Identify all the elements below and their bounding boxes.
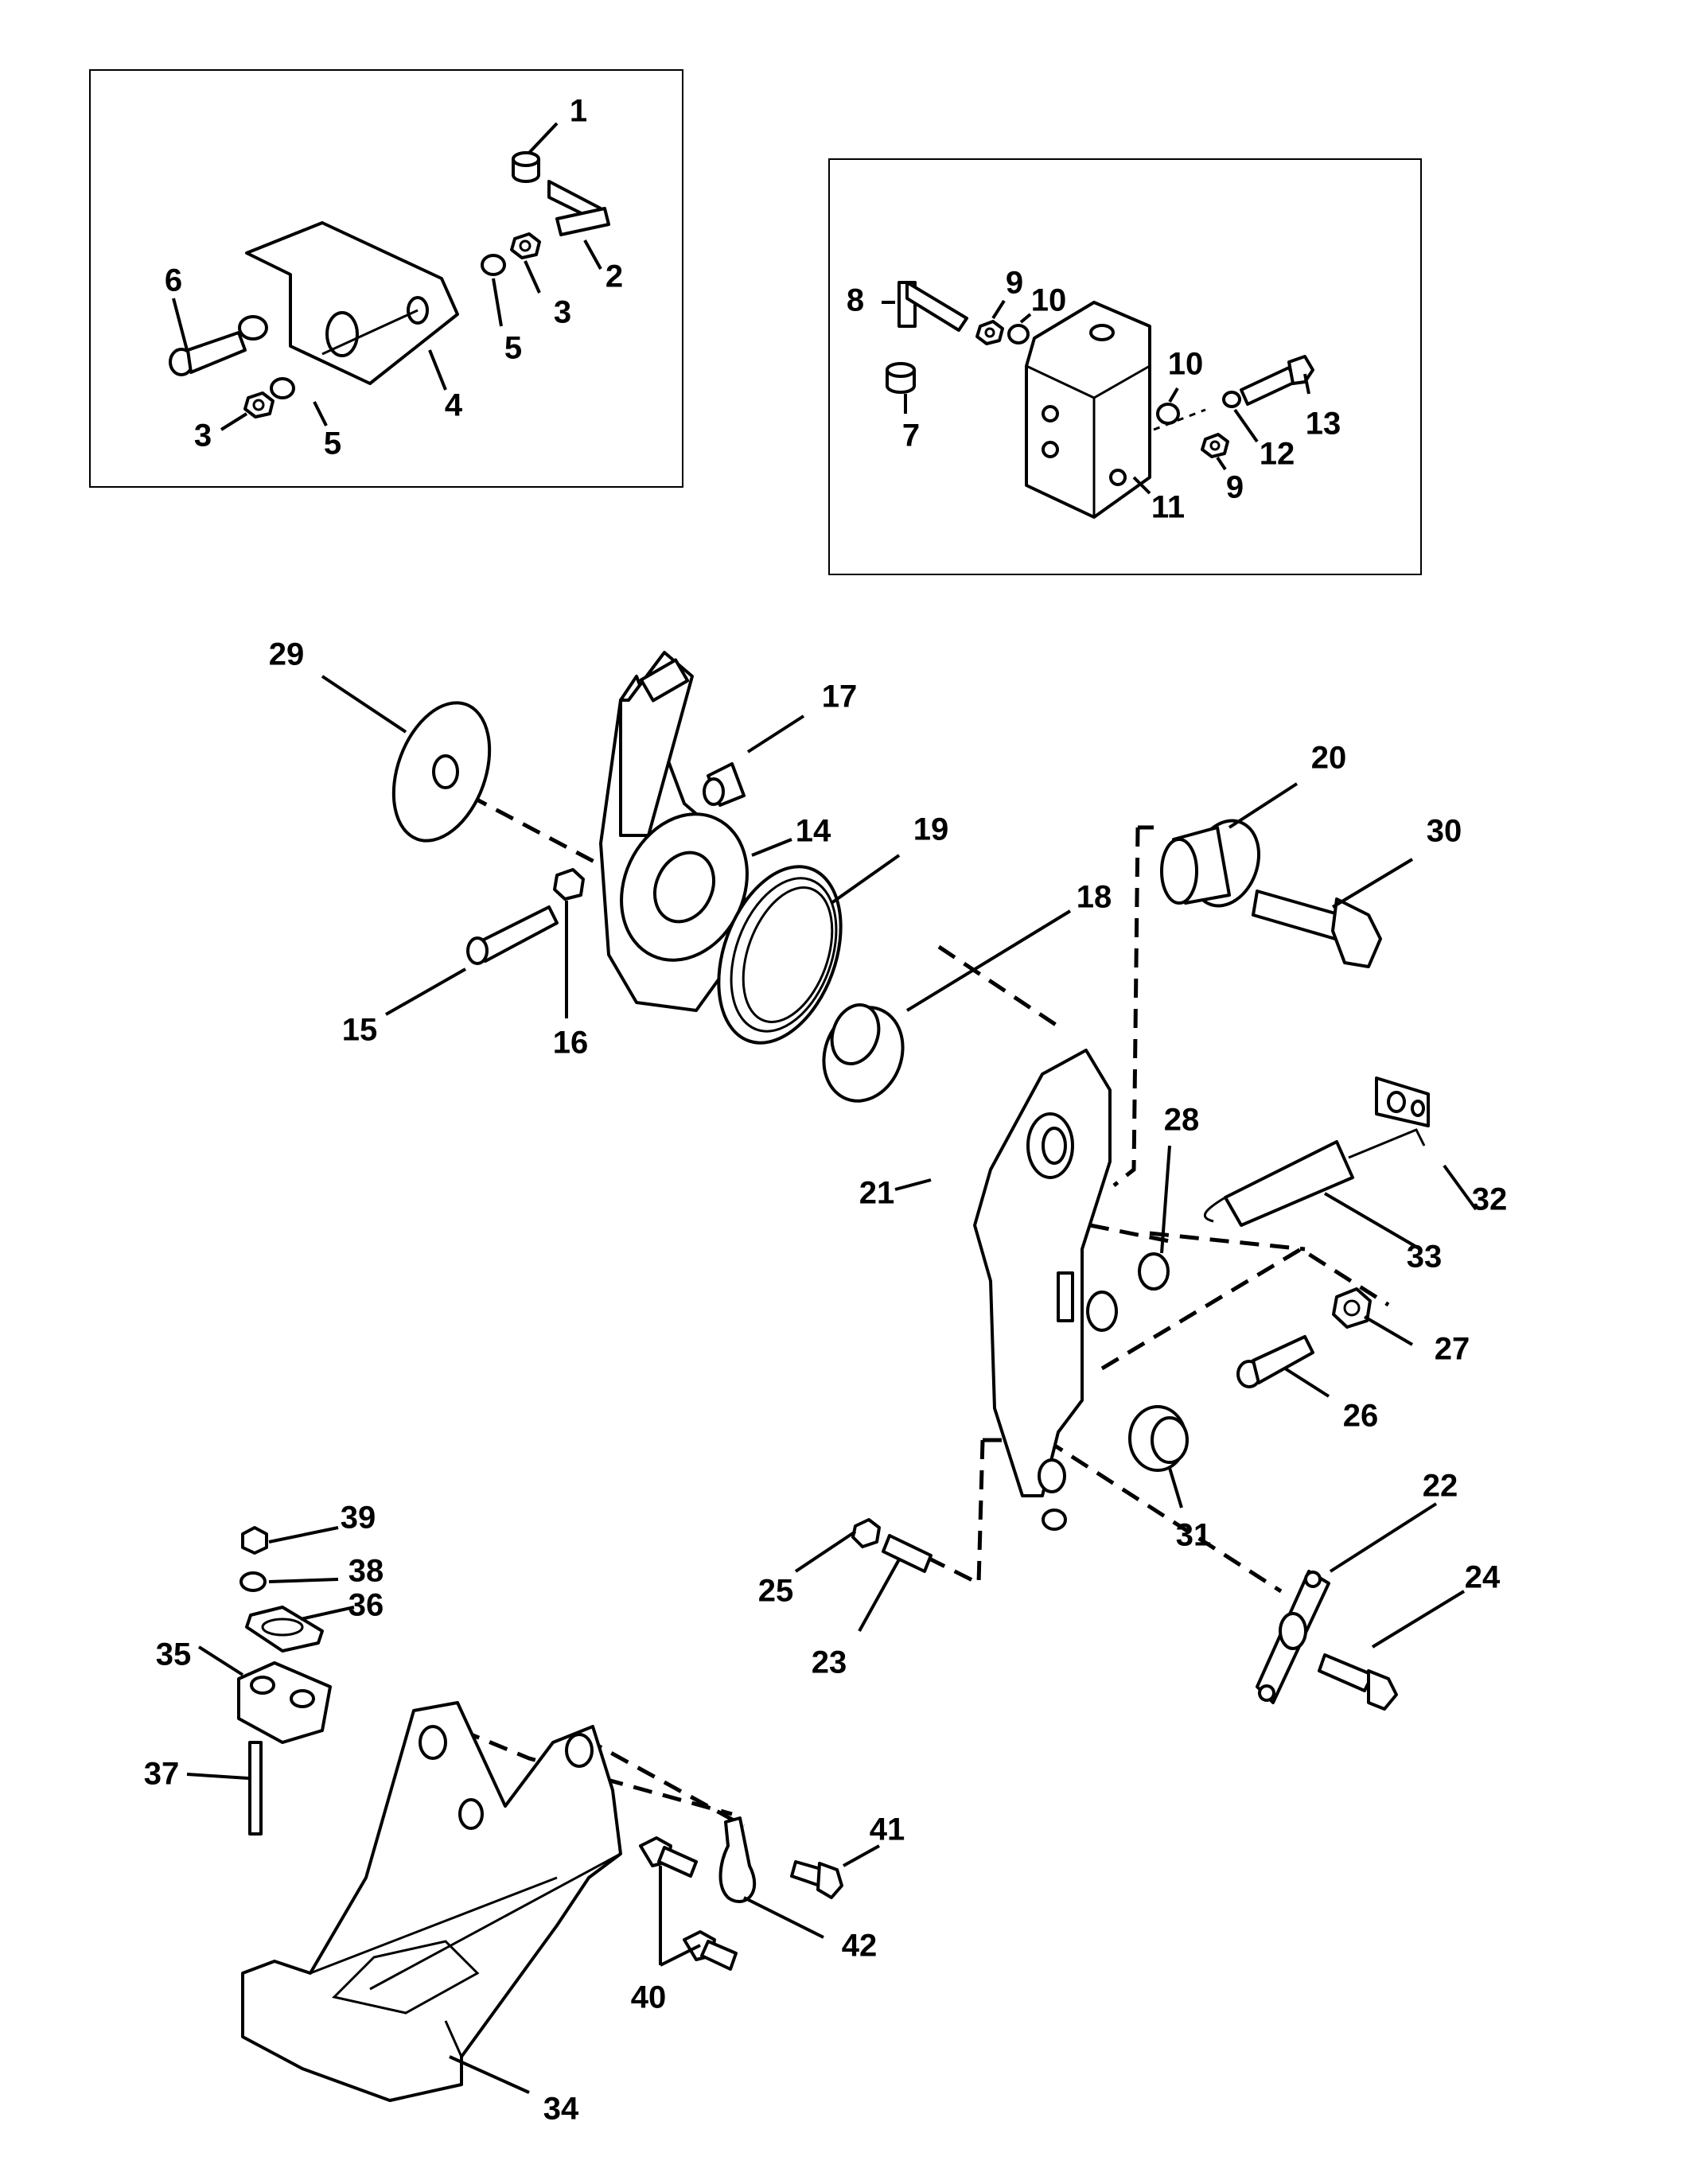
part-8-pin [898, 281, 968, 332]
callout-5-bottom: 5 [324, 426, 341, 461]
part-38-lockwasher [239, 1571, 267, 1592]
part-15-screw [466, 905, 559, 965]
callout-9-top: 9 [1006, 266, 1023, 301]
callout-38: 38 [348, 1554, 384, 1589]
part-10-washer-right [1156, 403, 1180, 425]
part-27-nut [1332, 1287, 1372, 1329]
part-36-shim [245, 1606, 324, 1653]
part-10-washer-top [1007, 324, 1030, 345]
callout-27: 27 [1435, 1332, 1470, 1367]
part-26-screw [1236, 1335, 1314, 1388]
part-29-washer [391, 701, 492, 843]
callout-32: 32 [1472, 1182, 1508, 1217]
part-13-screw [1240, 355, 1314, 406]
callout-3-top: 3 [554, 295, 571, 330]
part-12-washer [1222, 391, 1241, 408]
part-4-bracket [245, 221, 459, 385]
inset-box-left: 1 2 3 5 4 6 3 5 [89, 69, 683, 488]
part-23-spring [882, 1534, 933, 1573]
part-42-clip [718, 1816, 757, 1903]
callout-29: 29 [269, 637, 305, 672]
callout-1: 1 [570, 94, 587, 129]
part-41-screw [790, 1860, 843, 1899]
callout-28: 28 [1164, 1103, 1200, 1138]
callout-13: 13 [1306, 407, 1341, 442]
callout-33: 33 [1407, 1240, 1443, 1275]
callout-39: 39 [341, 1501, 376, 1536]
part-5-washer-bottom [270, 377, 295, 399]
callout-34: 34 [543, 2092, 579, 2127]
callout-9-bottom: 9 [1226, 470, 1244, 505]
part-9-nut-bottom [1201, 433, 1229, 458]
part-16-nut [553, 868, 585, 901]
callout-12: 12 [1260, 437, 1295, 472]
callout-30: 30 [1427, 814, 1462, 849]
callout-10-right: 10 [1168, 347, 1204, 382]
callout-21: 21 [859, 1176, 895, 1211]
part-28-bushing [1138, 1252, 1170, 1291]
main-assembly: 29 17 14 19 18 20 30 15 16 21 28 32 33 2… [144, 637, 1508, 2127]
callout-8: 8 [847, 283, 864, 318]
callout-35: 35 [156, 1637, 192, 1672]
part-40-screw-upper [639, 1836, 698, 1878]
part-24-screw [1318, 1653, 1398, 1711]
callout-6: 6 [165, 263, 182, 298]
callout-42: 42 [842, 1929, 878, 1964]
callout-11: 11 [1151, 490, 1185, 525]
callout-18: 18 [1077, 880, 1112, 915]
callout-5-top: 5 [504, 331, 522, 366]
part-39-nut [241, 1526, 268, 1555]
part-washer-left [238, 315, 268, 341]
part-33-extension-spring [1203, 1128, 1426, 1227]
part-2-pin [547, 180, 610, 236]
part-6-screw [169, 331, 247, 376]
part-20-bushing [1160, 819, 1261, 908]
part-17-bushing [703, 762, 746, 807]
part-11-block [1025, 301, 1151, 519]
callout-7: 7 [902, 419, 920, 454]
part-32-plate [1375, 1076, 1430, 1127]
part-9-nut-top [975, 320, 1004, 345]
callout-37: 37 [144, 1757, 180, 1792]
part-1-cap [512, 151, 540, 183]
callout-10-top: 10 [1031, 283, 1067, 318]
callout-20: 20 [1311, 741, 1347, 776]
part-35-block [237, 1661, 332, 1744]
part-5-washer-top [481, 254, 506, 276]
callout-31: 31 [1176, 1518, 1212, 1553]
callout-4: 4 [445, 388, 463, 423]
callout-22: 22 [1423, 1469, 1458, 1504]
callout-23: 23 [812, 1645, 847, 1680]
callout-15: 15 [342, 1013, 378, 1048]
callout-14: 14 [796, 814, 831, 849]
part-3-nut-top [510, 232, 541, 259]
callout-19: 19 [913, 812, 949, 847]
part-30-bolt [1252, 890, 1382, 968]
callout-26: 26 [1343, 1399, 1379, 1434]
part-31-bushing [1128, 1405, 1189, 1472]
part-19-coil-spring [717, 865, 843, 1045]
callout-16: 16 [553, 1026, 589, 1061]
inset-box-right: 8 7 9 10 10 13 12 9 11 [828, 158, 1422, 575]
callout-2: 2 [605, 259, 623, 294]
callout-24: 24 [1465, 1560, 1501, 1595]
part-18-flanged-bushing [822, 1003, 905, 1103]
callout-17: 17 [822, 679, 858, 714]
callout-36: 36 [348, 1588, 384, 1623]
part-7-cap [886, 362, 916, 394]
callout-25: 25 [758, 1574, 794, 1609]
part-21-main-lever [973, 1049, 1118, 1531]
callout-3-bottom: 3 [194, 419, 212, 454]
part-37-stud [248, 1741, 263, 1836]
part-3-nut-bottom [243, 391, 275, 419]
part-34-bracket [241, 1701, 622, 2102]
callout-41: 41 [870, 1812, 905, 1847]
part-22-link [1256, 1570, 1330, 1704]
callout-40: 40 [631, 1980, 667, 2015]
part-25-nut [851, 1518, 881, 1548]
